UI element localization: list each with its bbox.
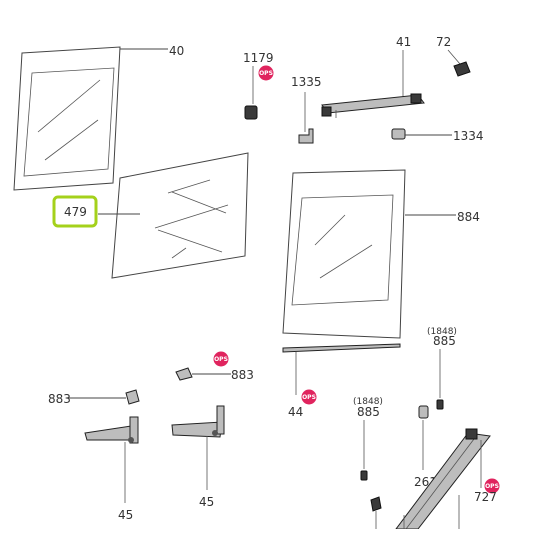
part-45-hinge-right [171, 405, 225, 490]
part-72 [447, 49, 471, 77]
svg-text:OPS: OPS [214, 356, 228, 363]
svg-text:OPS: OPS [485, 483, 499, 490]
part-41-handle-profile [321, 50, 425, 118]
callout-72: 72 [436, 35, 451, 49]
ops-badge-727: OPS [484, 478, 500, 494]
callout-1335: 1335 [291, 75, 322, 89]
callout-44: 44 [288, 405, 303, 419]
ops-badge-883: OPS [213, 351, 229, 367]
svg-text:OPS: OPS [259, 70, 273, 77]
callout-1334: 1334 [453, 129, 484, 143]
part-885-b [360, 420, 368, 481]
callout-479-highlight [52, 195, 98, 228]
ops-badge-44: OPS [301, 389, 317, 405]
part-1179 [244, 66, 258, 120]
callout-885-a: 885 [433, 334, 456, 348]
callout-41: 41 [396, 35, 411, 49]
callout-885-note-b: (1848) [353, 397, 383, 407]
callout-1179: 1179 [243, 51, 274, 65]
callout-883-a: 883 [48, 392, 71, 406]
part-885-a [436, 349, 444, 410]
part-1335 [298, 92, 314, 144]
part-45-hinge-left [84, 416, 139, 503]
callout-885-b: 885 [357, 405, 380, 419]
part-883-left [68, 389, 140, 405]
part-883-center [175, 367, 231, 381]
ops-badge-1179: OPS [258, 65, 274, 81]
part-479-inner-glass [98, 152, 249, 279]
callout-479: 479 [64, 205, 87, 219]
callout-885-note-a: (1848) [427, 327, 457, 337]
part-1334 [391, 128, 452, 140]
part-44-bottom-profile [282, 343, 401, 395]
callout-45-a: 45 [118, 508, 133, 522]
part-727-bar [370, 428, 491, 530]
callout-884: 884 [457, 210, 480, 224]
part-261 [418, 405, 429, 470]
svg-text:OPS: OPS [302, 394, 316, 401]
callout-883-b: 883 [231, 368, 254, 382]
part-40-outer-glass [13, 46, 168, 191]
callout-727: 727 [474, 490, 497, 504]
part-884-door-panel [282, 169, 456, 339]
callout-45-b: 45 [199, 495, 214, 509]
callout-40: 40 [169, 44, 184, 58]
